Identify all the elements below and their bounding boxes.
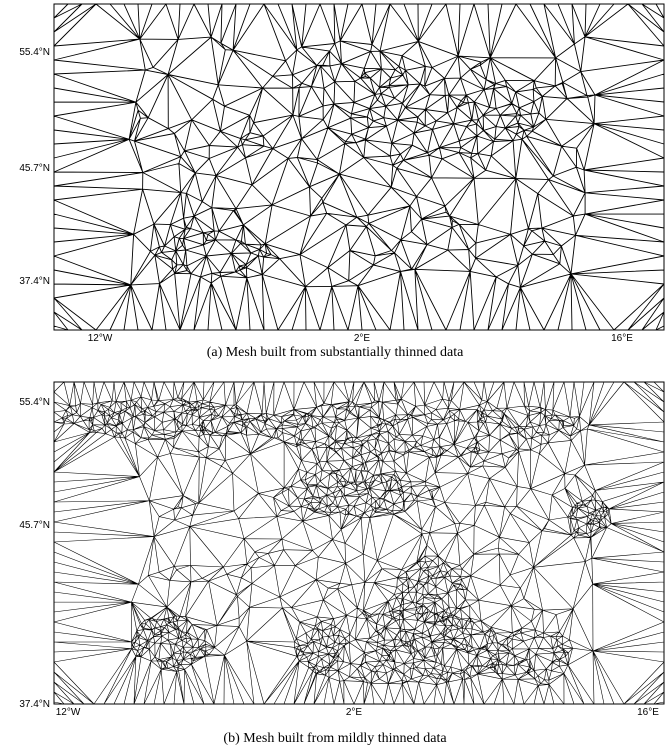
caption-b: (b) Mesh built from mildly thinned data [223, 731, 447, 746]
panel-a: 55.4°N 45.7°N 37.4°N 12°W 2°E 16°E (a) M… [19, 3, 665, 360]
mesh-map-fine [53, 381, 665, 705]
lon-label-2e: 2°E [353, 333, 371, 344]
mesh-edges [53, 3, 665, 331]
panel-b: 55.4°N 45.7°N 37.4°N 12°W 2°E 16°E (b) M… [0, 378, 670, 753]
lon-label-2e: 2°E [345, 707, 363, 718]
lat-label-55-4: 55.4°N [19, 47, 50, 58]
lat-label-45-7: 45.7°N [19, 163, 50, 174]
mesh-triangles [53, 3, 665, 331]
lat-label-37-4: 37.4°N [19, 699, 50, 710]
lat-label-55-4: 55.4°N [19, 397, 50, 408]
lat-label-37-4: 37.4°N [19, 276, 50, 287]
lon-label-16e: 16°E [637, 707, 659, 718]
mesh-triangles [53, 381, 665, 705]
lon-label-16e: 16°E [611, 333, 633, 344]
mesh-map-coarse [53, 3, 665, 331]
lat-label-45-7: 45.7°N [19, 520, 50, 531]
caption-a: (a) Mesh built from substantially thinne… [206, 345, 464, 360]
map-frame [53, 3, 665, 331]
map-frame [53, 381, 665, 705]
lon-label-12w: 12°W [87, 333, 113, 344]
lon-label-12w: 12°W [55, 707, 81, 718]
mesh-edges [53, 381, 665, 705]
